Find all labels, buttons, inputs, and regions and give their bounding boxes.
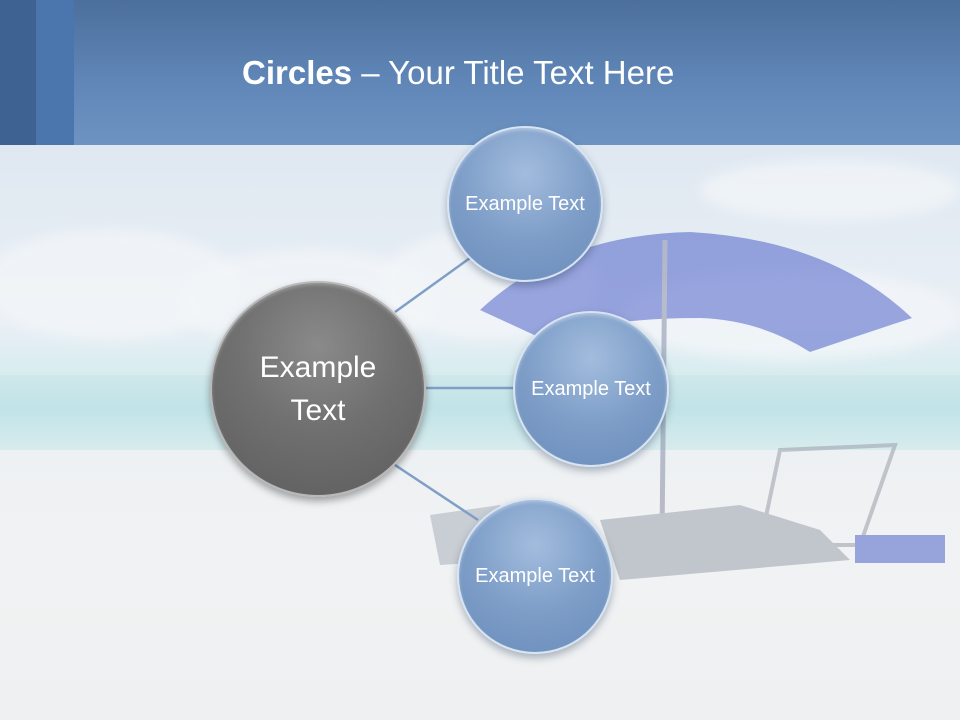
circle-middle-label: Example Text <box>531 377 651 400</box>
circle-bottom[interactable]: Example Text <box>457 498 613 654</box>
connector-line-top <box>394 256 471 314</box>
header-accent-stripe-light <box>36 0 74 145</box>
circle-bottom-label: Example Text <box>475 564 595 587</box>
circle-middle[interactable]: Example Text <box>513 311 669 467</box>
circle-top-label: Example Text <box>465 192 585 215</box>
center-circle-label: Example Text <box>259 350 377 428</box>
circle-top[interactable]: Example Text <box>447 126 603 282</box>
title-bold: Circles <box>242 54 353 91</box>
connector-line-bottom <box>394 463 479 522</box>
center-circle[interactable]: Example Text <box>210 281 426 497</box>
title-header-band: Circles – Your Title Text Here <box>0 0 960 145</box>
slide-title[interactable]: Circles – Your Title Text Here <box>242 54 674 92</box>
header-accent-stripe <box>0 0 36 145</box>
title-rest: – Your Title Text Here <box>352 54 675 91</box>
